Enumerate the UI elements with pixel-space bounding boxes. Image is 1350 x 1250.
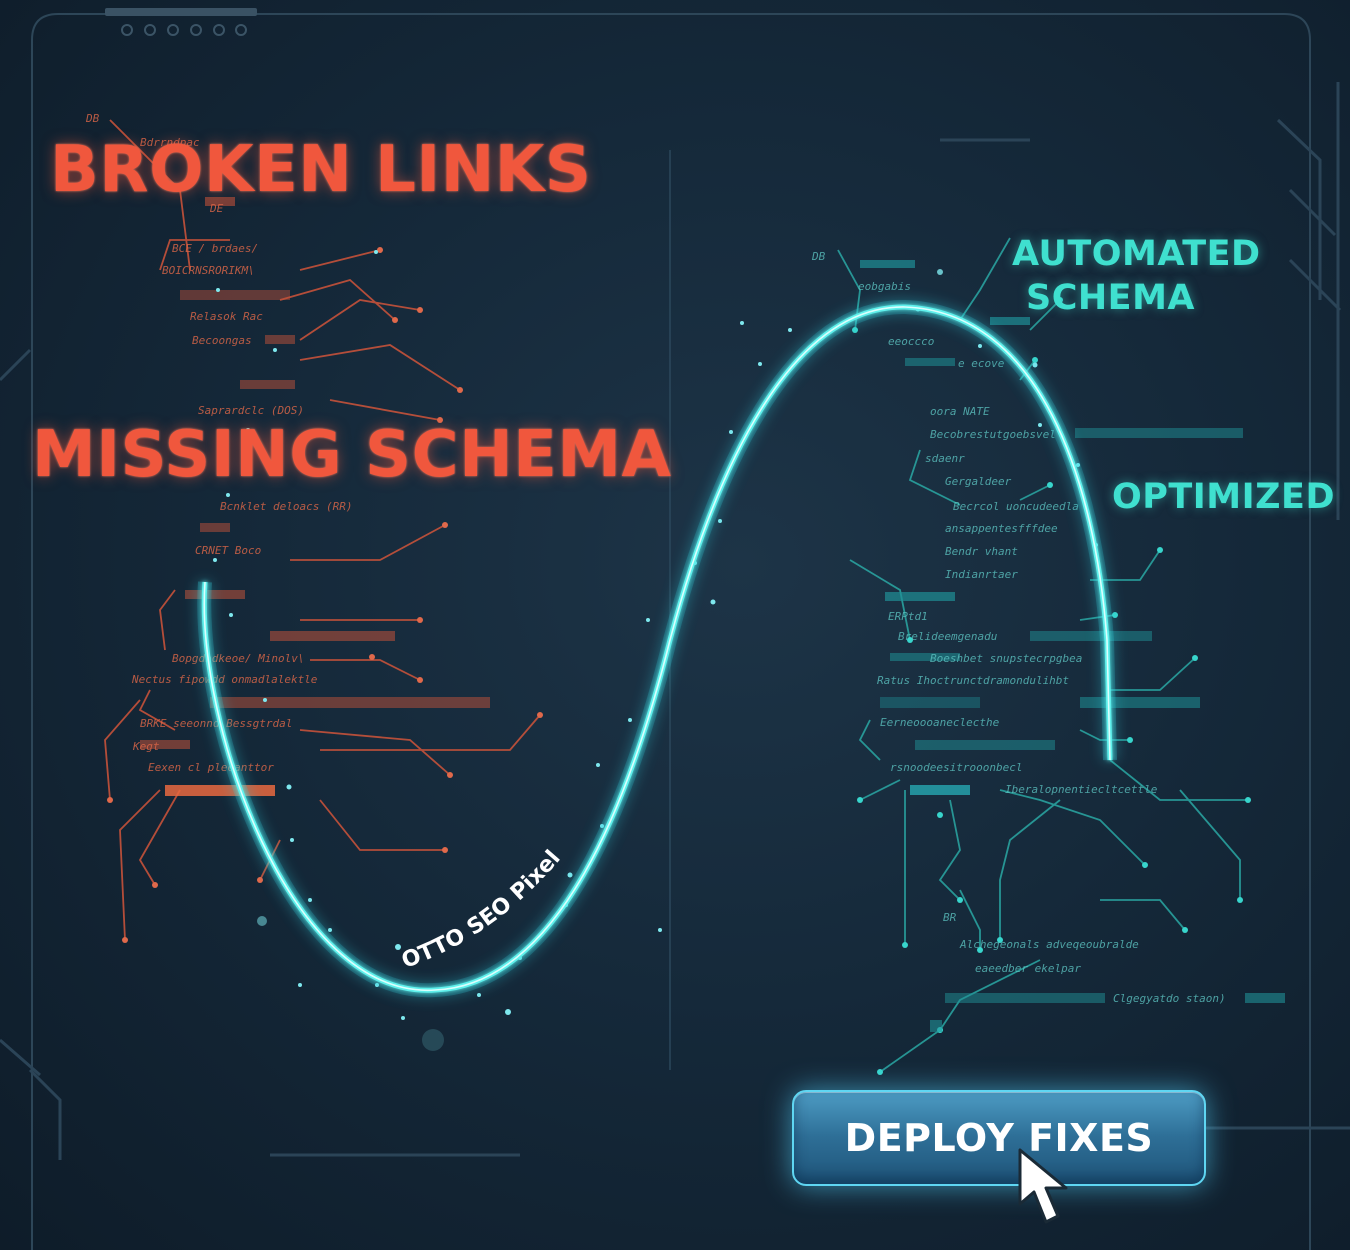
- svg-text:sdaenr: sdaenr: [925, 452, 965, 465]
- svg-text:Relasok Rac: Relasok Rac: [190, 310, 263, 323]
- left-code-text: DB Bdrrndpac DE BCE / brdaes/ BOICRNSROR…: [85, 112, 352, 774]
- cursor-arrow-icon: [1018, 1148, 1068, 1224]
- svg-text:Kegt: Kegt: [132, 740, 160, 753]
- frame-indicator-dots: [121, 24, 247, 36]
- svg-text:eeoccco: eeoccco: [888, 335, 934, 348]
- optimized-label: OPTIMIZED: [1112, 477, 1335, 517]
- svg-text:Brelideemgenadu: Brelideemgenadu: [898, 630, 998, 643]
- right-circuit-traces: [837, 237, 1248, 1073]
- svg-text:e ecove: e ecove: [958, 357, 1005, 370]
- svg-text:BR: BR: [943, 911, 957, 924]
- svg-text:ERPtd1: ERPtd1: [888, 610, 928, 623]
- svg-text:Nectus fipowdd onmadlalektle: Nectus fipowdd onmadlalektle: [131, 673, 318, 686]
- broken-links-label: BROKEN LINKS: [50, 133, 592, 207]
- svg-text:DE: DE: [209, 202, 224, 215]
- left-circuit-traces: [104, 119, 541, 941]
- svg-text:Becobrestutgoebsvel: Becobrestutgoebsvel: [930, 428, 1056, 441]
- automated-schema-line1: AUTOMATED: [1012, 234, 1261, 274]
- svg-text:eaeedber ekelpar: eaeedber ekelpar: [975, 962, 1081, 975]
- svg-text:Becoongas: Becoongas: [192, 334, 252, 347]
- svg-text:Bdrrndpac: Bdrrndpac: [140, 136, 200, 149]
- automated-schema-label: AUTOMATED SCHEMA: [1012, 232, 1261, 320]
- seo-pixel-curve: [197, 299, 1117, 998]
- svg-text:eobgabis: eobgabis: [858, 280, 911, 293]
- svg-text:oora NATE: oora NATE: [930, 405, 990, 418]
- right-code-text: DB eobgabis eeoccco e ecove oora NATE Be…: [811, 250, 1226, 1005]
- svg-text:Bopgdbdkeoe/ Minolv\: Bopgdbdkeoe/ Minolv\: [172, 652, 304, 665]
- svg-text:Bendr vhant: Bendr vhant: [945, 545, 1018, 558]
- svg-text:Alchegeonals adveqeoubralde: Alchegeonals adveqeoubralde: [959, 938, 1139, 951]
- frame-accent-lines: [0, 82, 1350, 1160]
- svg-text:Becrcol uoncudeedla: Becrcol uoncudeedla: [953, 500, 1079, 513]
- svg-text:rsnoodeesitrooonbecl: rsnoodeesitrooonbecl: [890, 761, 1022, 774]
- deploy-fixes-button[interactable]: DEPLOY FIXES: [792, 1090, 1206, 1186]
- missing-schema-label: MISSING SCHEMA: [32, 418, 672, 492]
- svg-text:BCE / brdaes/: BCE / brdaes/: [172, 242, 258, 255]
- svg-text:DB: DB: [85, 112, 100, 125]
- svg-text:Eexen cl pleeanttor: Eexen cl pleeanttor: [148, 761, 274, 774]
- svg-text:Iberalopnentiecltcettle: Iberalopnentiecltcettle: [1005, 783, 1158, 796]
- frame-top-bar: [105, 8, 257, 16]
- automated-schema-line2: SCHEMA: [1026, 278, 1196, 318]
- svg-text:Boeshbet snupstecrpgbea: Boeshbet snupstecrpgbea: [930, 652, 1082, 665]
- svg-text:ansappentesfffdee: ansappentesfffdee: [945, 522, 1058, 535]
- left-code-bars: [140, 197, 490, 796]
- svg-text:Clgegyatdo staon): Clgegyatdo staon): [1113, 992, 1226, 1005]
- right-code-bars: [860, 260, 1285, 1032]
- curve-label: OTTO SEO Pixel: [399, 846, 566, 974]
- svg-text:Gergaldeer: Gergaldeer: [945, 475, 1012, 488]
- svg-text:Eerneoooaneclecthe: Eerneoooaneclecthe: [880, 716, 1000, 729]
- svg-text:BOICRNSRORIKM\: BOICRNSRORIKM\: [162, 264, 255, 277]
- left-trace-nodes: [107, 247, 543, 943]
- right-trace-nodes: [852, 297, 1251, 1075]
- svg-text:DB: DB: [811, 250, 826, 263]
- svg-text:CRNET Boco: CRNET Boco: [195, 544, 261, 557]
- svg-text:Saprardclc (DOS): Saprardclc (DOS): [198, 404, 304, 417]
- monitor-frame: [31, 13, 1311, 1250]
- svg-text:Indianrtaer: Indianrtaer: [945, 568, 1018, 581]
- svg-text:Bcnklet deloacs (RR): Bcnklet deloacs (RR): [220, 500, 352, 513]
- svg-text:Ratus Ihoctrunctdramondulihbt: Ratus Ihoctrunctdramondulihbt: [877, 674, 1069, 687]
